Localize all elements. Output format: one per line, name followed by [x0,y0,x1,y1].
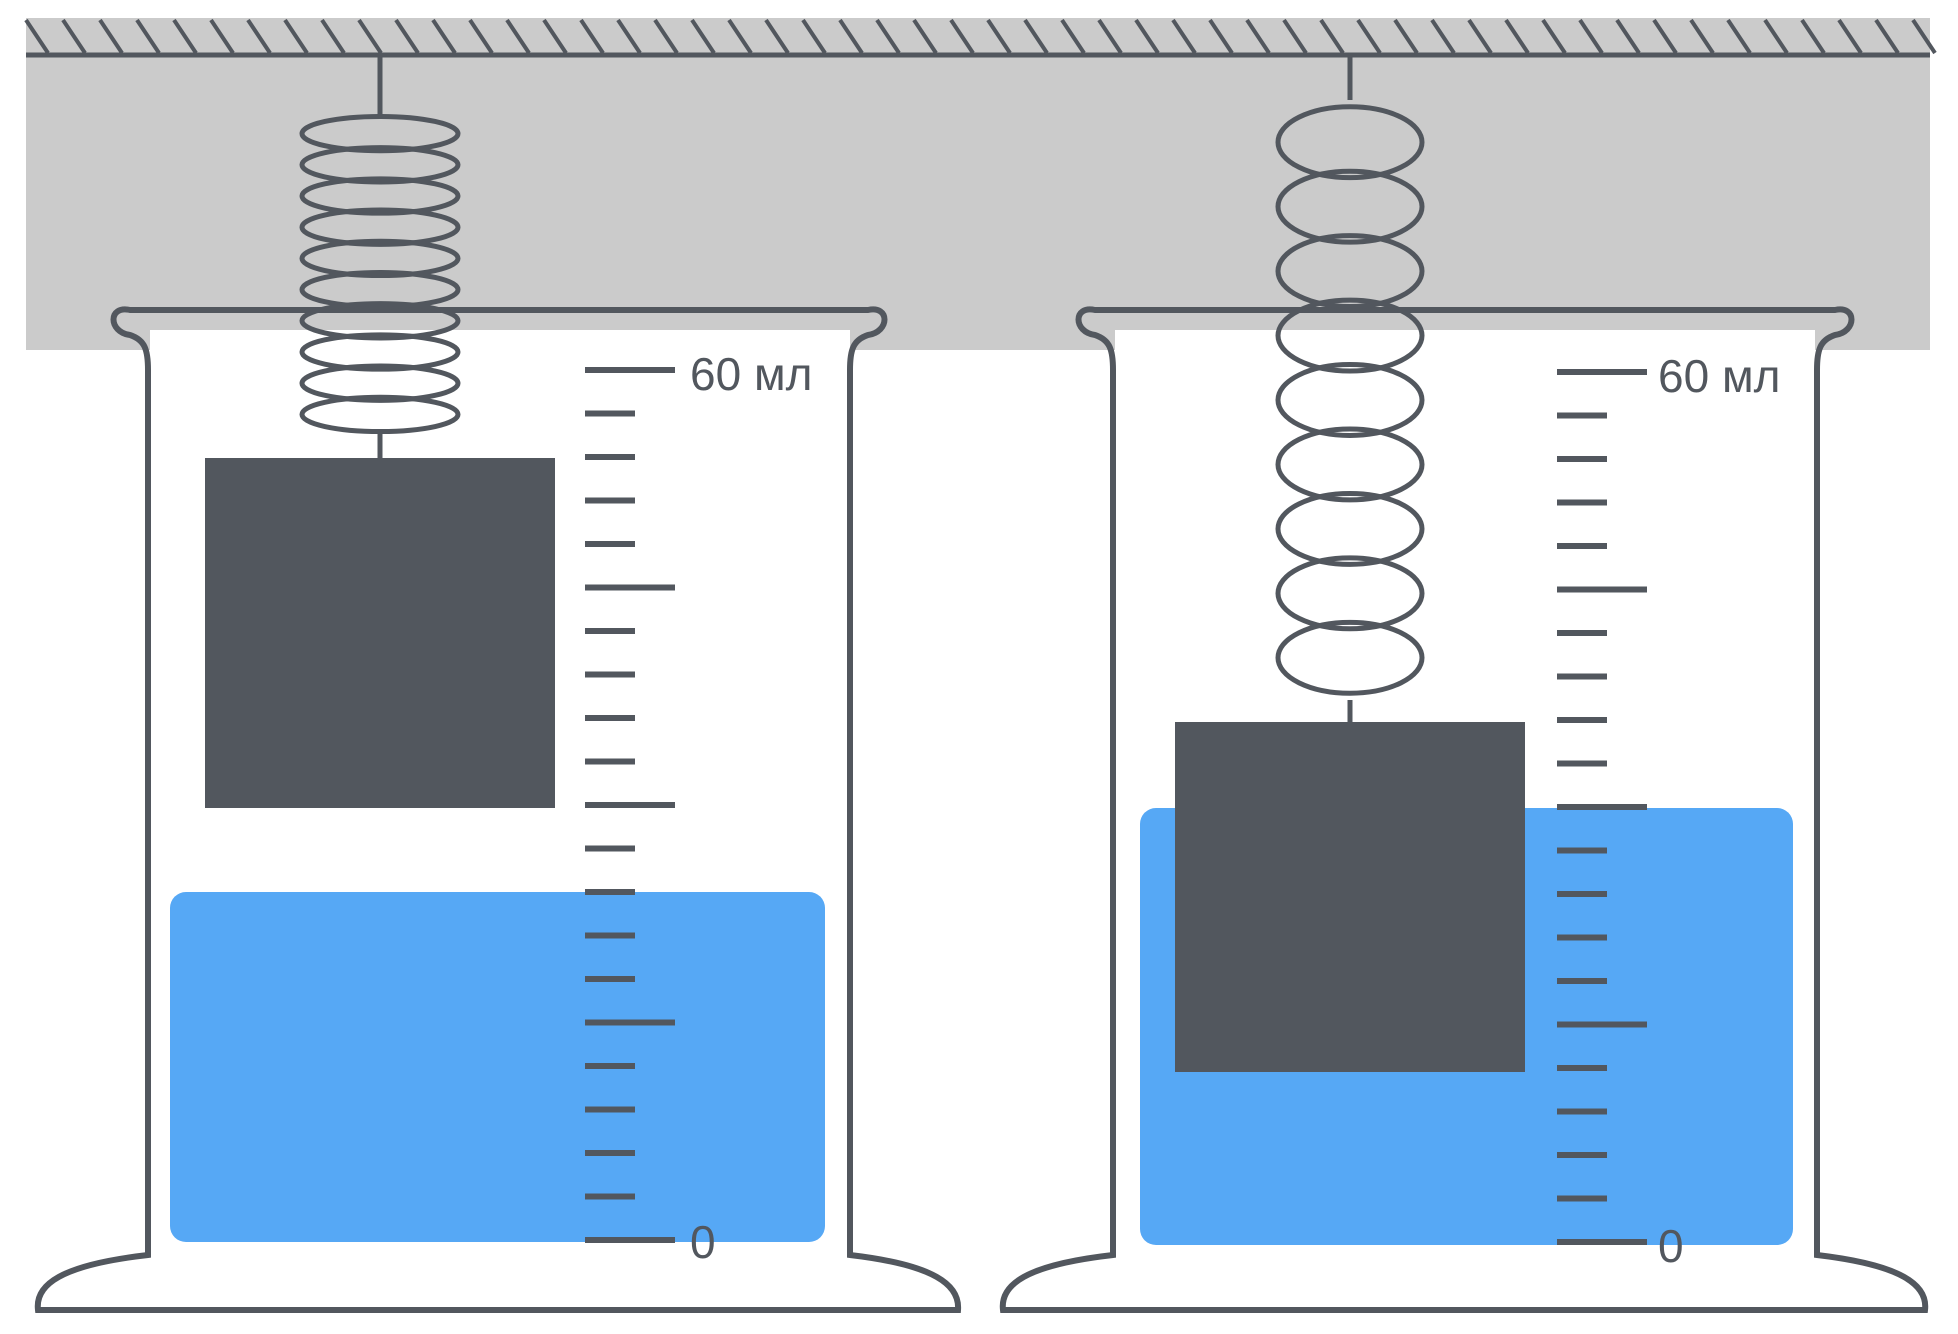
hatch-line [1356,18,1382,55]
hatch-line [1208,18,1234,55]
right-spring [1275,104,1425,696]
hatch-line [1467,18,1493,55]
spring-coil [1275,297,1425,374]
hatch-line [542,18,568,55]
hatch-line [1319,18,1345,55]
hatch-line [653,18,679,55]
hatch-line [135,18,161,55]
hatch-line [172,18,198,55]
hatch-line [579,18,605,55]
hatch-line [1504,18,1530,55]
hatch-line [1800,18,1826,55]
hatch-line [1171,18,1197,55]
hatch-line [468,18,494,55]
hatch-line [61,18,87,55]
left-water [170,892,825,1242]
spring-coil [299,363,461,403]
hatch-line [1911,18,1937,55]
hatch-line [949,18,975,55]
left-label-min: 0 [690,1216,716,1268]
hatch-line [986,18,1012,55]
right-beaker-body [999,306,1929,1313]
hatch-line [912,18,938,55]
hatch-line [1097,18,1123,55]
spring-coil [1275,233,1425,310]
hatch-line [1282,18,1308,55]
right-label-max: 60 мл [1658,350,1780,402]
hatch-line [727,18,753,55]
hatch-line [246,18,272,55]
ceiling-hatching [24,18,1937,55]
spring-coil [1275,555,1425,632]
spring-coil [1275,490,1425,567]
spring-coil [299,269,461,310]
hatch-line [838,18,864,55]
spring-coil [1275,426,1425,503]
hatch-line [1134,18,1160,55]
right-label-min: 0 [1658,1220,1684,1272]
hatch-line [875,18,901,55]
hatch-line [616,18,642,55]
spring-coil [1275,619,1425,696]
hatch-line [1837,18,1863,55]
hatch-line [1060,18,1086,55]
hatch-line [431,18,457,55]
ceiling-top-strip [26,18,1930,55]
left-scale [585,367,675,1243]
spring-coil [299,238,461,279]
spring-coil [299,394,461,435]
hatch-line [1393,18,1419,55]
hatch-line [1541,18,1567,55]
spring-coil [1275,104,1425,181]
hatch-line [320,18,346,55]
right-beaker-assembly: 60 мл 0 [999,55,1929,1313]
hatch-line [1023,18,1049,55]
hatch-line [1578,18,1604,55]
left-label-max: 60 мл [690,348,812,400]
hatch-line [505,18,531,55]
left-spring [299,113,461,435]
hatch-line [1726,18,1752,55]
spring-coil [299,145,461,185]
hatch-line [764,18,790,55]
hatch-line [1763,18,1789,55]
hatch-line [1874,18,1900,55]
hatch-line [1689,18,1715,55]
ceiling-panel [26,55,1930,350]
hatch-line [1615,18,1641,55]
hatch-line [283,18,309,55]
hatch-line [209,18,235,55]
hatch-line [24,18,50,55]
right-scale [1557,369,1647,1245]
hatch-line [801,18,827,55]
hatch-line [1245,18,1271,55]
hatch-line [690,18,716,55]
left-beaker-body [34,306,962,1313]
spring-coil [299,301,461,341]
spring-coil [299,176,461,216]
spring-coil [299,332,461,372]
hatch-line [1430,18,1456,55]
ceiling-support [24,18,1937,350]
right-block [1175,722,1525,1072]
left-beaker-assembly: 60 мл 0 [34,55,962,1313]
spring-coil [1275,168,1425,245]
left-block [205,458,555,808]
spring-coil [299,113,461,154]
hatch-line [357,18,383,55]
spring-coil [1275,362,1425,438]
hatch-line [1652,18,1678,55]
hatch-line [394,18,420,55]
spring-coil [299,207,461,247]
hatch-line [98,18,124,55]
